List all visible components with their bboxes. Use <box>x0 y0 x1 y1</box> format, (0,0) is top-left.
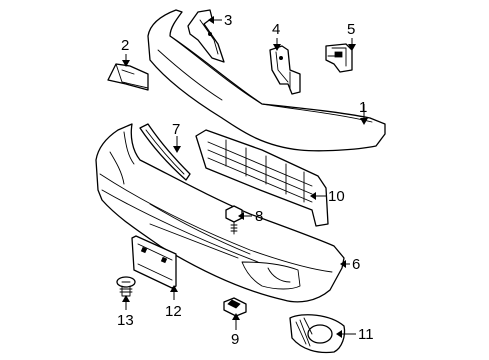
screw <box>116 276 136 297</box>
left-bracket <box>107 63 149 91</box>
callout-12: 12 <box>165 303 182 320</box>
grille <box>195 129 329 227</box>
callout-labels: 1 2 3 4 5 6 7 8 9 10 11 12 13 <box>117 12 374 348</box>
callout-4: 4 <box>272 21 280 38</box>
callout-2: 2 <box>121 37 129 54</box>
callout-9: 9 <box>231 331 239 348</box>
callout-1: 1 <box>359 99 367 116</box>
clip-bracket <box>325 43 353 73</box>
fog-lamp-bezel <box>289 314 346 354</box>
callout-leaders <box>122 16 368 338</box>
callout-10: 10 <box>328 188 345 205</box>
upper-bracket <box>187 9 225 63</box>
valance-strip <box>139 123 191 181</box>
callout-7: 7 <box>172 121 180 138</box>
license-plate-bracket <box>131 235 177 289</box>
callout-6: 6 <box>352 256 360 273</box>
callout-13: 13 <box>117 312 134 329</box>
nut-clip <box>223 297 247 317</box>
callout-11: 11 <box>358 326 374 343</box>
vertical-bracket <box>269 45 301 95</box>
callout-8: 8 <box>255 208 263 225</box>
callout-3: 3 <box>224 12 232 29</box>
callout-5: 5 <box>347 21 355 38</box>
lower-bumper-cover <box>95 123 345 303</box>
